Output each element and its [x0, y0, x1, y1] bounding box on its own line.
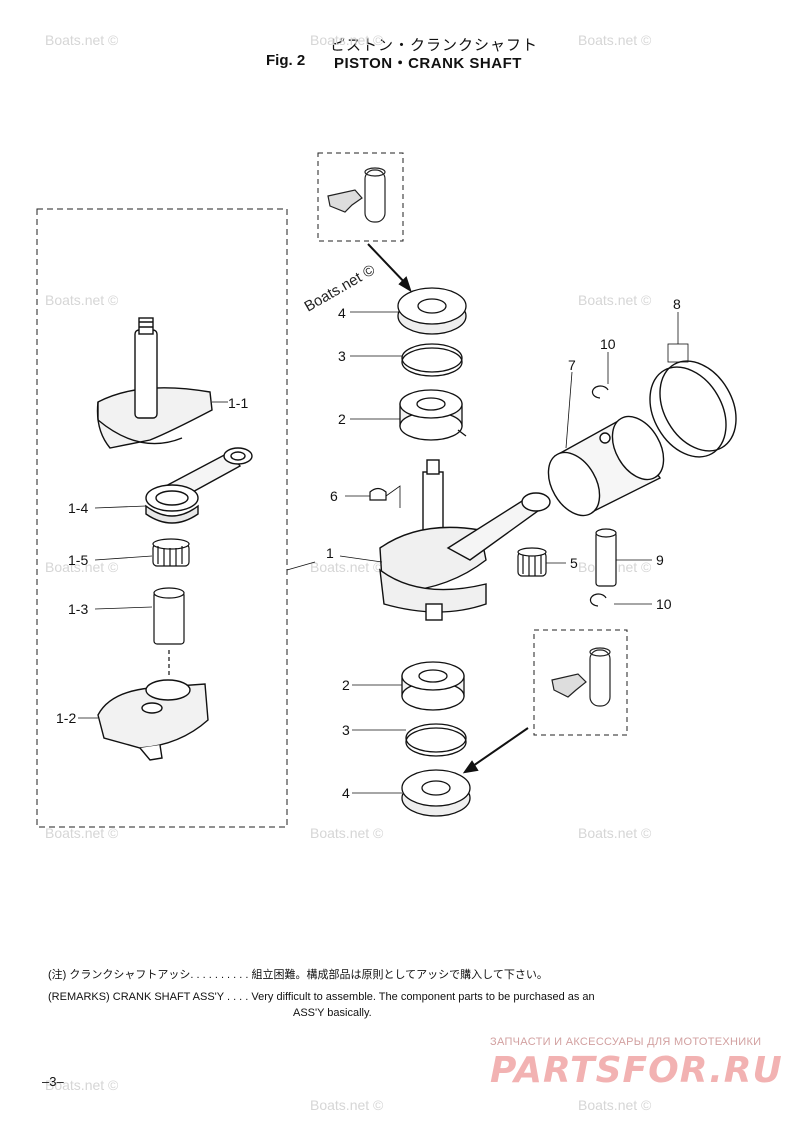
- callout-9: 9: [656, 552, 664, 568]
- watermark: Boats.net ©: [578, 292, 652, 308]
- bottom-inset-box: [533, 629, 628, 736]
- callout-1-4: 1-4: [68, 500, 88, 516]
- bottom-inset-detail: [551, 647, 611, 707]
- callout-3-bottom: 3: [342, 722, 350, 738]
- watermark: Boats.net ©: [310, 32, 384, 48]
- piston-pin: [595, 528, 617, 587]
- callout-2-bottom: 2: [342, 677, 350, 693]
- ball-bearing-bottom: [401, 661, 465, 711]
- oil-seal-top: [397, 287, 467, 335]
- watermark: Boats.net ©: [45, 825, 119, 841]
- callout-10-top: 10: [600, 336, 616, 352]
- remarks-english: (REMARKS) CRANK SHAFT ASS'Y . . . . Very…: [48, 986, 768, 1008]
- callout-5: 5: [570, 555, 578, 571]
- woodruff-key: [369, 487, 387, 501]
- callout-1-5: 1-5: [68, 552, 88, 568]
- watermark: Boats.net ©: [45, 559, 119, 575]
- needle-bearing-left: [152, 538, 190, 567]
- figure-number: Fig. 2: [266, 52, 306, 69]
- remarks-jp-label: (注) クランクシャフトアッシ. . . . . . . . . .: [48, 969, 249, 981]
- spacer-ring-bottom: [405, 723, 467, 757]
- top-inset-detail: [327, 167, 386, 223]
- connecting-rod-left: [145, 447, 253, 524]
- figure-title-japanese: ピストン・クランクシャフト: [330, 37, 539, 54]
- callout-1-2: 1-2: [56, 710, 76, 726]
- brand-tagline: ЗАПЧАСТИ И АКСЕССУАРЫ ДЛЯ МОТОТЕХНИКИ: [490, 1036, 762, 1048]
- circlips: [589, 385, 609, 607]
- oil-seal-bottom: [401, 769, 471, 817]
- callout-3-top: 3: [338, 348, 346, 364]
- crank-web-upper: [96, 317, 213, 449]
- callout-7: 7: [568, 357, 576, 373]
- remarks-en-label: (REMARKS) CRANK SHAFT ASS'Y . . . .: [48, 991, 249, 1003]
- watermark: Boats.net ©: [578, 1097, 652, 1113]
- remarks-block: (注) クランクシャフトアッシ. . . . . . . . . . 組立困難。…: [48, 964, 768, 1024]
- callout-8: 8: [673, 296, 681, 312]
- watermark: Boats.net ©: [578, 32, 652, 48]
- callout-2-top: 2: [338, 411, 346, 427]
- top-inset-box: [317, 152, 404, 242]
- callout-labels: 1-1 1-4 1-5 1-3 1-2 1 4 3 2 6 5 7 8 9 10…: [56, 296, 681, 801]
- inset-arrows: [367, 243, 529, 774]
- brand-logo: PARTSFOR.RU: [490, 1050, 783, 1091]
- remarks-japanese: (注) クランクシャフトアッシ. . . . . . . . . . 組立困難。…: [48, 964, 768, 986]
- watermark: Boats.net ©: [310, 559, 384, 575]
- crank-pin-left: [153, 587, 185, 676]
- figure-title-english: PISTON・CRANK SHAFT: [334, 55, 522, 72]
- watermark: Boats.net ©: [45, 292, 119, 308]
- remarks-jp-text: 組立困難。構成部品は原則としてアッシで購入して下さい。: [251, 969, 548, 981]
- crank-web-lower: [97, 679, 209, 761]
- watermark: Boats.net ©: [310, 1097, 384, 1113]
- spacer-ring-top: [401, 343, 463, 377]
- crankshaft-assy-box: [36, 208, 288, 828]
- leader-lines-left: [78, 401, 316, 719]
- leader-lines-right: [339, 311, 689, 794]
- callout-4-top: 4: [338, 305, 346, 321]
- watermark: Boats.net ©: [45, 1077, 119, 1093]
- watermark: Boats.net ©: [45, 32, 119, 48]
- callout-1-1: 1-1: [228, 395, 248, 411]
- needle-bearing-center: [517, 547, 547, 577]
- piston: [547, 415, 665, 517]
- callout-4-bottom: 4: [342, 785, 350, 801]
- callout-10-bottom: 10: [656, 596, 672, 612]
- callout-1: 1: [326, 545, 334, 561]
- crankshaft-assembled: [379, 459, 551, 621]
- ball-bearing-top: [399, 389, 467, 441]
- piston-rings: [649, 360, 737, 458]
- remarks-en-text: Very difficult to assemble. The componen…: [251, 991, 595, 1003]
- remarks-english-continued: ASS'Y basically.: [293, 1007, 372, 1019]
- page-number: –3–: [42, 1074, 64, 1089]
- watermark: Boats.net ©: [310, 825, 384, 841]
- callout-1-3: 1-3: [68, 601, 88, 617]
- watermark: Boats.net ©: [578, 825, 652, 841]
- callout-6: 6: [330, 488, 338, 504]
